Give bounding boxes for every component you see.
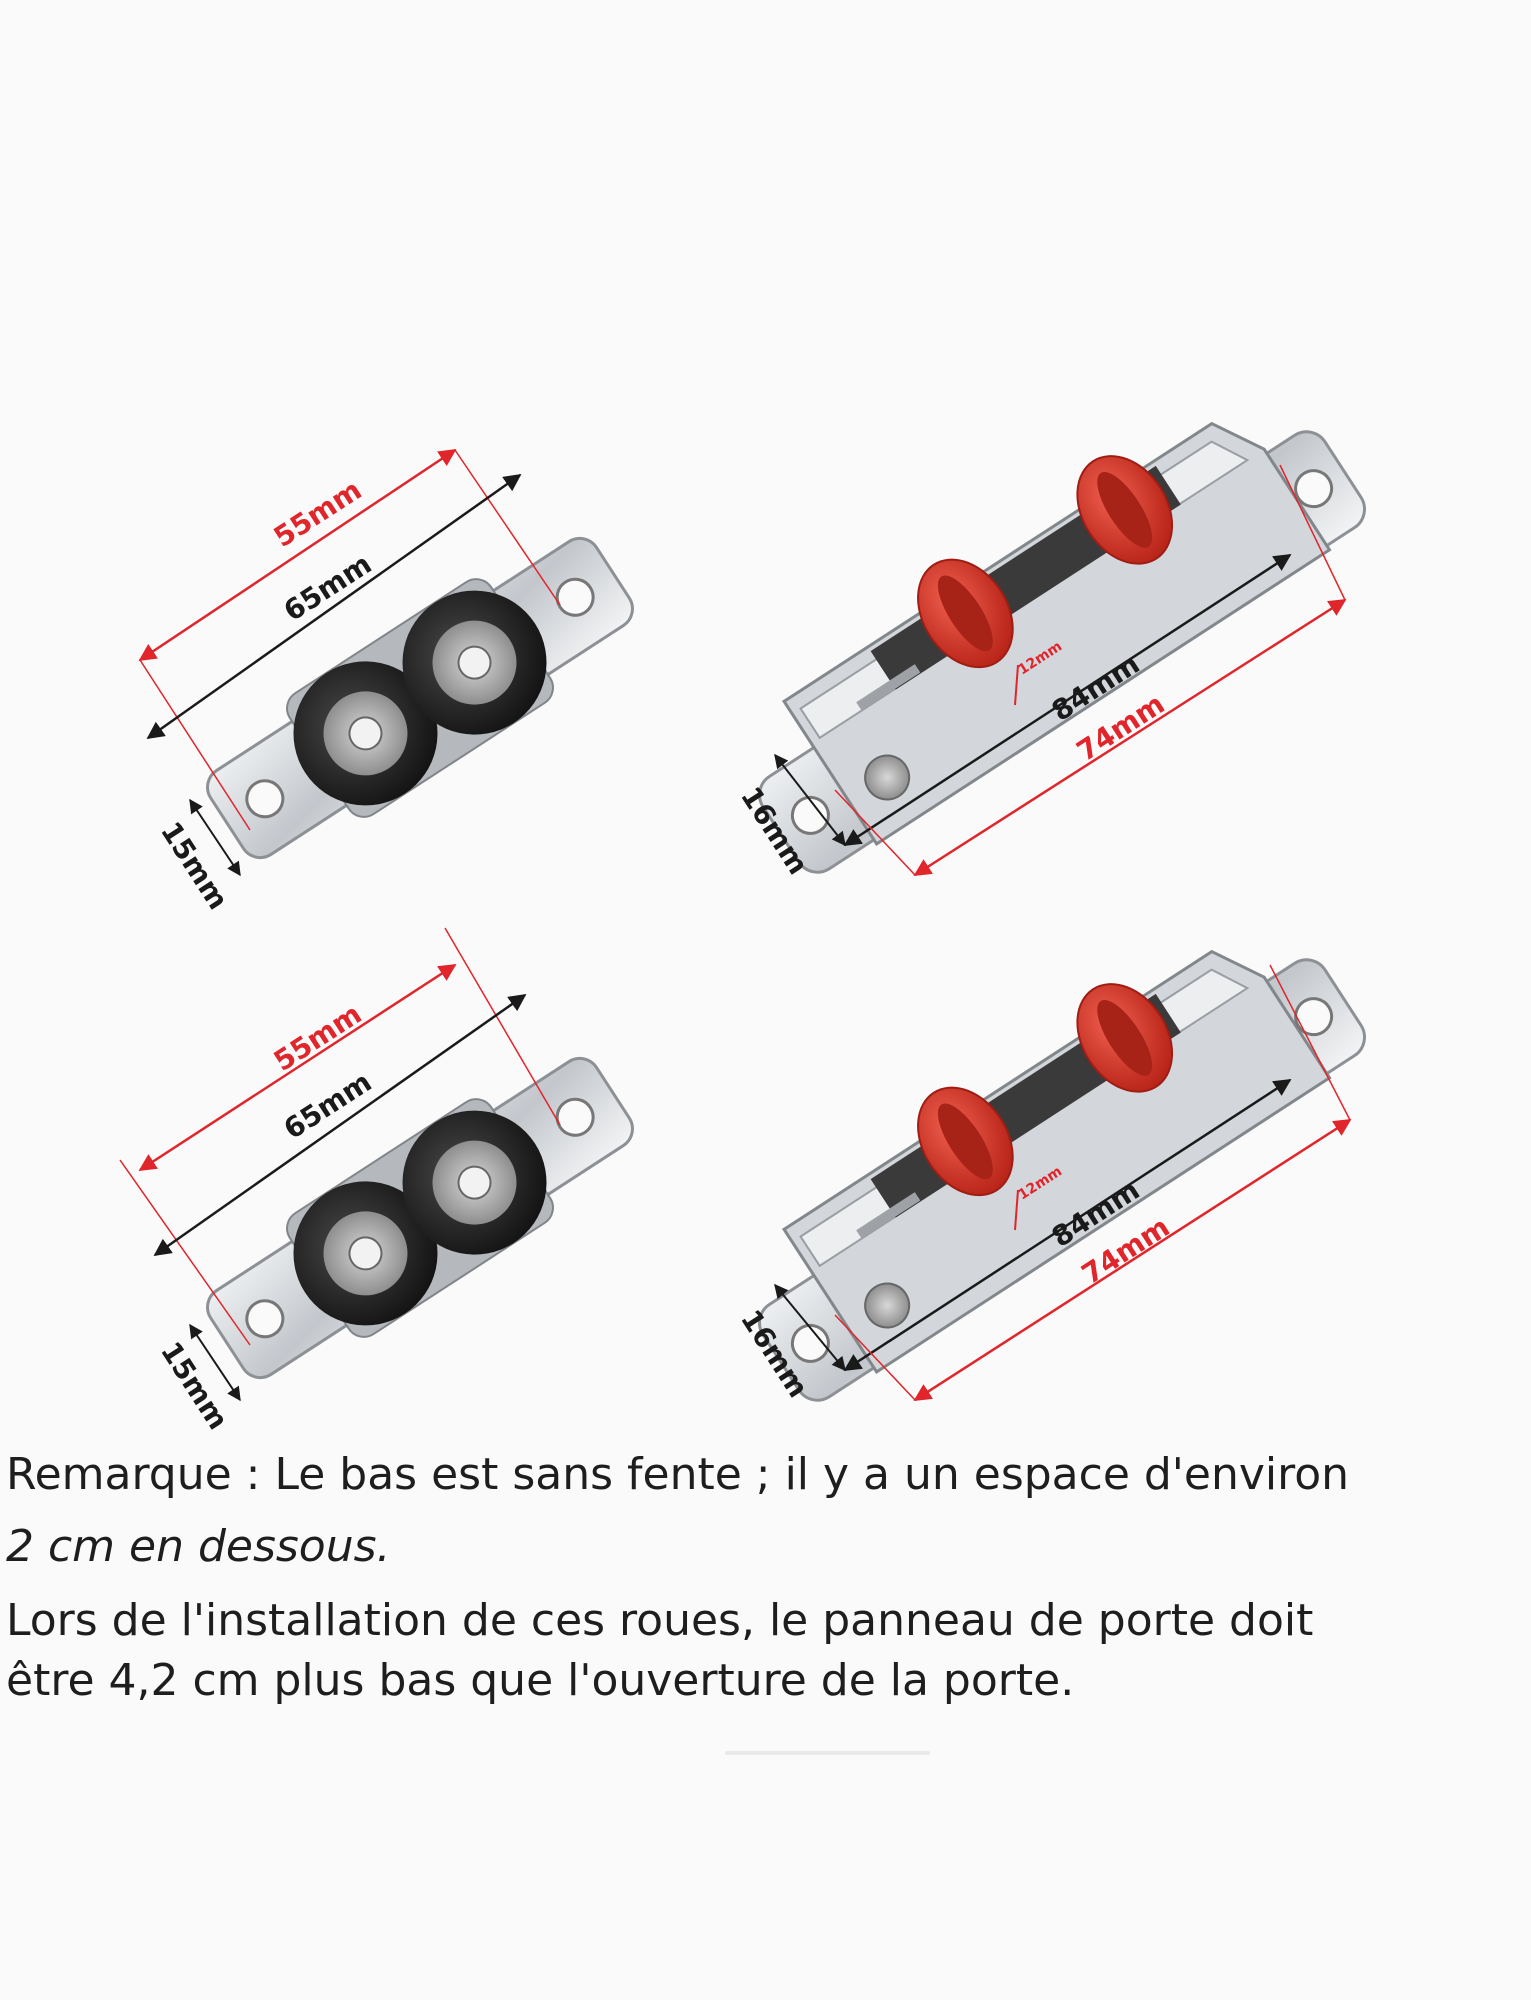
roller-red-wheel-top: 84mm 74mm 12mm 16mm — [701, 348, 1378, 887]
divider — [725, 1751, 930, 1755]
roller-black-wheel-top: 55mm 65mm 15mm — [138, 448, 654, 916]
roller-red-wheel-bottom: 84mm 74mm 12mm 16mm — [701, 876, 1378, 1415]
install-text-line-2: être 4,2 cm plus bas que l'ouverture de … — [6, 1655, 1075, 1706]
dim-55mm-label: 55mm — [268, 997, 368, 1078]
roller-black-wheel-bottom: 55mm 65mm 15mm — [119, 927, 654, 1430]
dim-15mm-label: 15mm — [154, 1336, 235, 1430]
roller-diagram: 55mm 65mm 15mm 84mm 74mm 12mm 16mm — [119, 348, 1378, 1430]
remark-text: Remarque : Le bas est sans fente ; il y … — [6, 1449, 1350, 1500]
gap-text: 2 cm en dessous. — [6, 1521, 391, 1572]
install-text-line-1: Lors de l'installation de ces roues, le … — [6, 1595, 1314, 1646]
installation-notes: Remarque : Le bas est sans fente ; il y … — [6, 1445, 1516, 1711]
dim-15mm-label: 15mm — [154, 816, 235, 916]
